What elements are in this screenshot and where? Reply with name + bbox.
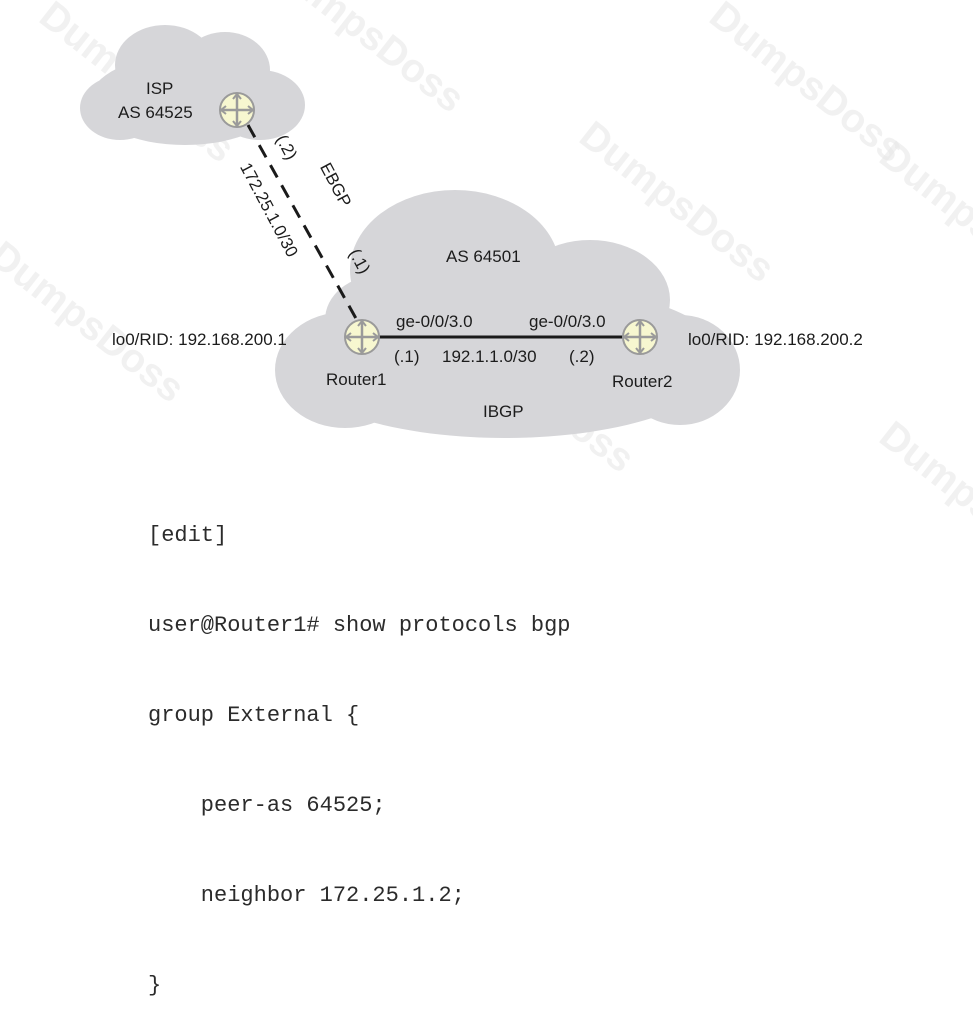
- config-line: group External {: [148, 703, 360, 728]
- link-subnet-label: 192.1.1.0/30: [442, 347, 537, 366]
- router1-interface-label: ge-0/0/3.0: [396, 312, 473, 331]
- config-line: user@Router1# show protocols bgp: [148, 613, 571, 638]
- network-diagram: [80, 25, 740, 438]
- config-line: }: [148, 973, 162, 998]
- config-line: [edit]: [148, 523, 228, 548]
- ebgp-link: [246, 124, 360, 323]
- router1-name-label: Router1: [326, 370, 387, 389]
- config-line: peer-as 64525;: [148, 793, 386, 818]
- bgp-config-block: [edit] user@Router1# show protocols bgp …: [148, 461, 570, 1031]
- core-as-cloud: [275, 190, 740, 438]
- ibgp-label: IBGP: [483, 402, 524, 421]
- isp-name-label: ISP: [146, 79, 174, 98]
- isp-router-icon[interactable]: [219, 92, 255, 128]
- isp-as-label: AS 64525: [118, 103, 193, 122]
- core-as-label: AS 64501: [446, 247, 521, 266]
- router1-icon[interactable]: [344, 319, 380, 355]
- router2-icon[interactable]: [622, 319, 658, 355]
- router2-interface-label: ge-0/0/3.0: [529, 312, 606, 331]
- router2-name-label: Router2: [612, 372, 673, 391]
- link-router1-end-label: (.1): [394, 347, 420, 366]
- isp-cloud: [80, 25, 305, 145]
- router1-rid-label: lo0/RID: 192.168.200.1: [112, 330, 287, 349]
- link-router2-end-label: (.2): [569, 347, 595, 366]
- config-line: neighbor 172.25.1.2;: [148, 883, 465, 908]
- router2-rid-label: lo0/RID: 192.168.200.2: [688, 330, 863, 349]
